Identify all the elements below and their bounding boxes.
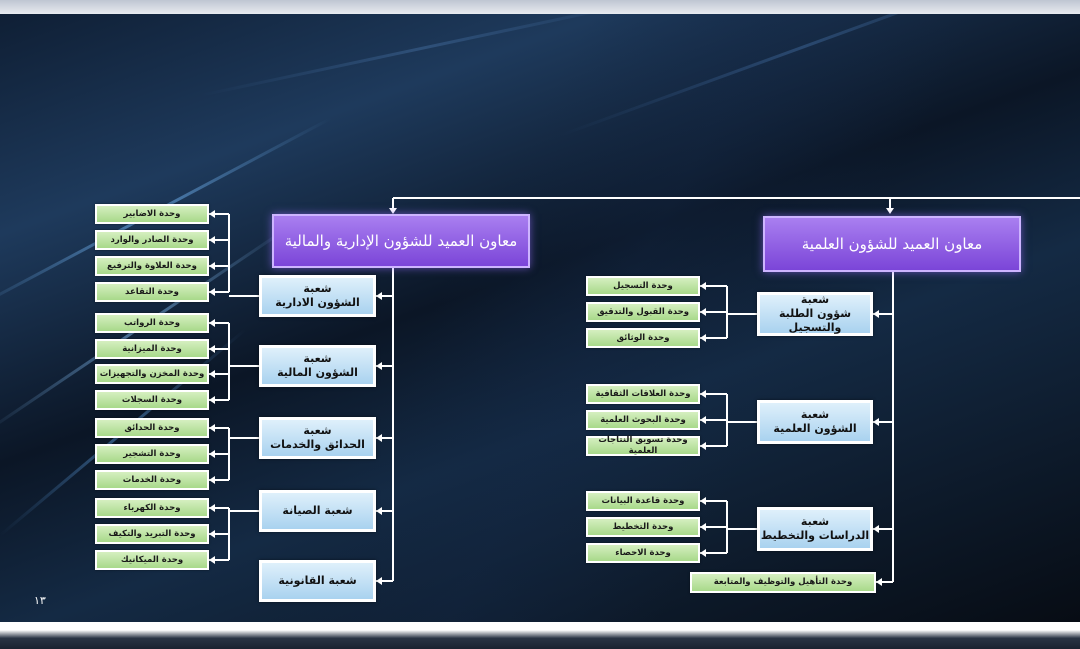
arrow-head [873, 310, 879, 318]
arrow-head [700, 334, 706, 342]
unit-box: وحدة الوثائق [586, 328, 700, 348]
dept-box-left-1: شعبة الشؤون الادارية [259, 275, 376, 317]
unit-box: وحدة الحدائق [95, 418, 209, 438]
arrow-head [209, 370, 215, 378]
arrow-head [873, 418, 879, 426]
arrow-head [209, 530, 215, 538]
arrow-head [700, 282, 706, 290]
page-number: ١٣ [34, 594, 46, 607]
unit-box-qualification: وحدة التأهيل والتوظيف والمتابعة [690, 572, 876, 593]
dept-box-left-3: شعبة الحدائق والخدمات [259, 417, 376, 459]
unit-box: وحدة الصادر والوارد [95, 230, 209, 250]
arrow-head [376, 507, 382, 515]
arrow-head [209, 476, 215, 484]
arrow-head [209, 450, 215, 458]
unit-box: وحدة الكهرباء [95, 498, 209, 518]
dept-box-left-2: شعبة الشؤون المالية [259, 345, 376, 387]
arrow-head [376, 362, 382, 370]
arrow-head [700, 416, 706, 424]
arrow-head [700, 523, 706, 531]
arrow-head [700, 497, 706, 505]
unit-box: وحدة التشجير [95, 444, 209, 464]
dept-box-left-4: شعبة الصيانة [259, 490, 376, 532]
arrow-head [209, 396, 215, 404]
main-box-admin-financial-affairs: معاون العميد للشؤون الإدارية والمالية [272, 214, 530, 268]
dept-box-left-5: شعبة القانونية [259, 560, 376, 602]
dept-box-right-3: شعبة الدراسات والتخطيط [757, 507, 873, 551]
dept-box-right-1: شعبة شؤون الطلبة والتسجيل [757, 292, 873, 336]
arrow-head [209, 424, 215, 432]
arrow-head [886, 208, 894, 214]
window-bottom-bar [0, 622, 1080, 649]
arrow-head [389, 208, 397, 214]
unit-box: وحدة التخطيط [586, 517, 700, 537]
unit-box: وحدة التقاعد [95, 282, 209, 302]
arrow-head [700, 442, 706, 450]
unit-box: وحدة التبريد والتكيف [95, 524, 209, 544]
arrow-head [700, 308, 706, 316]
unit-box: وحدة السجلات [95, 390, 209, 410]
arrow-head [876, 578, 882, 586]
dept-box-right-2: شعبة الشؤون العلمية [757, 400, 873, 444]
unit-box: وحدة القبول والتدقيق [586, 302, 700, 322]
unit-box: وحدة تسويق النتاجات العلمية [586, 435, 700, 456]
unit-box: وحدة الاضابير [95, 204, 209, 224]
arrow-head [209, 556, 215, 564]
unit-box: وحدة قاعدة البيانات [586, 491, 700, 511]
arrow-head [209, 345, 215, 353]
arrow-head [376, 577, 382, 585]
main-box-scientific-affairs: معاون العميد للشؤون العلمية [763, 216, 1021, 272]
arrow-head [209, 319, 215, 327]
unit-box: وحدة المخزن والتجهيزات [95, 364, 209, 384]
arrow-head [209, 262, 215, 270]
unit-box: وحدة العلاوة والترفيع [95, 256, 209, 276]
unit-box: وحدة الميكانيك [95, 550, 209, 570]
arrow-head [700, 390, 706, 398]
unit-box: وحدة البحوث العلمية [586, 410, 700, 430]
arrow-head [209, 288, 215, 296]
unit-box: وحدة الرواتب [95, 313, 209, 333]
arrow-head [209, 504, 215, 512]
arrow-head [873, 525, 879, 533]
arrow-head [700, 549, 706, 557]
unit-box: وحدة التسجيل [586, 276, 700, 296]
unit-box: وحدة الميزانية [95, 339, 209, 359]
arrow-head [376, 292, 382, 300]
unit-box: وحدة العلاقات الثقافية [586, 384, 700, 404]
arrow-head [209, 210, 215, 218]
unit-box: وحدة الخدمات [95, 470, 209, 490]
arrow-head [209, 236, 215, 244]
arrow-head [376, 434, 382, 442]
window-top-bar [0, 0, 1080, 14]
unit-box: وحدة الاحصاء [586, 543, 700, 563]
